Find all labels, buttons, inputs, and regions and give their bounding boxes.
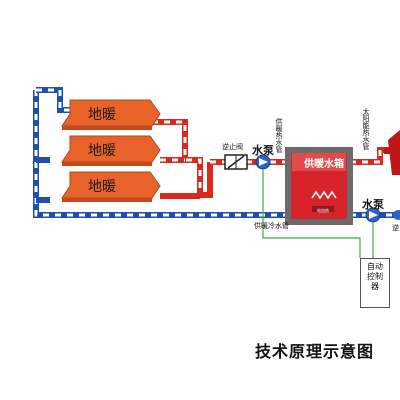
pump-right-label: 水泵 [362,198,384,211]
check-valve-label: 逆止阀 [222,143,243,151]
right-edge-connector [393,210,400,220]
diagram-caption: 技术原理示意图 [255,342,375,361]
floor-heating-label-3: 地暖 [88,179,116,195]
pump-left-label: 水泵 [252,144,274,157]
floor-heating-label-1: 地暖 [88,107,116,123]
return-pipe-label: 供暖冷水管 [254,222,289,230]
pump-left [255,154,271,170]
pump-right [365,207,381,223]
heating-water-tank [285,147,353,225]
supply-pipe-label: 供暖热水管 [275,118,283,153]
floor-heating-panel-3 [61,171,161,202]
solar-collector [384,130,400,175]
check-valve [224,154,248,170]
solar-pipe-label: 太阳能热水管 [362,108,370,150]
auto-controller-label: 自动控制器 [367,262,383,291]
floor-heating-label-2: 地暖 [88,143,116,159]
auto-controller-box [360,258,390,308]
heater-label: 电加热 [317,208,329,213]
floor-heating-panel-1 [61,99,161,130]
cut-off-label: 逆 [392,224,399,232]
control-wiring [262,169,374,258]
floor-heating-panel-2 [61,135,161,166]
tank-label: 供暖水箱 [304,159,344,170]
